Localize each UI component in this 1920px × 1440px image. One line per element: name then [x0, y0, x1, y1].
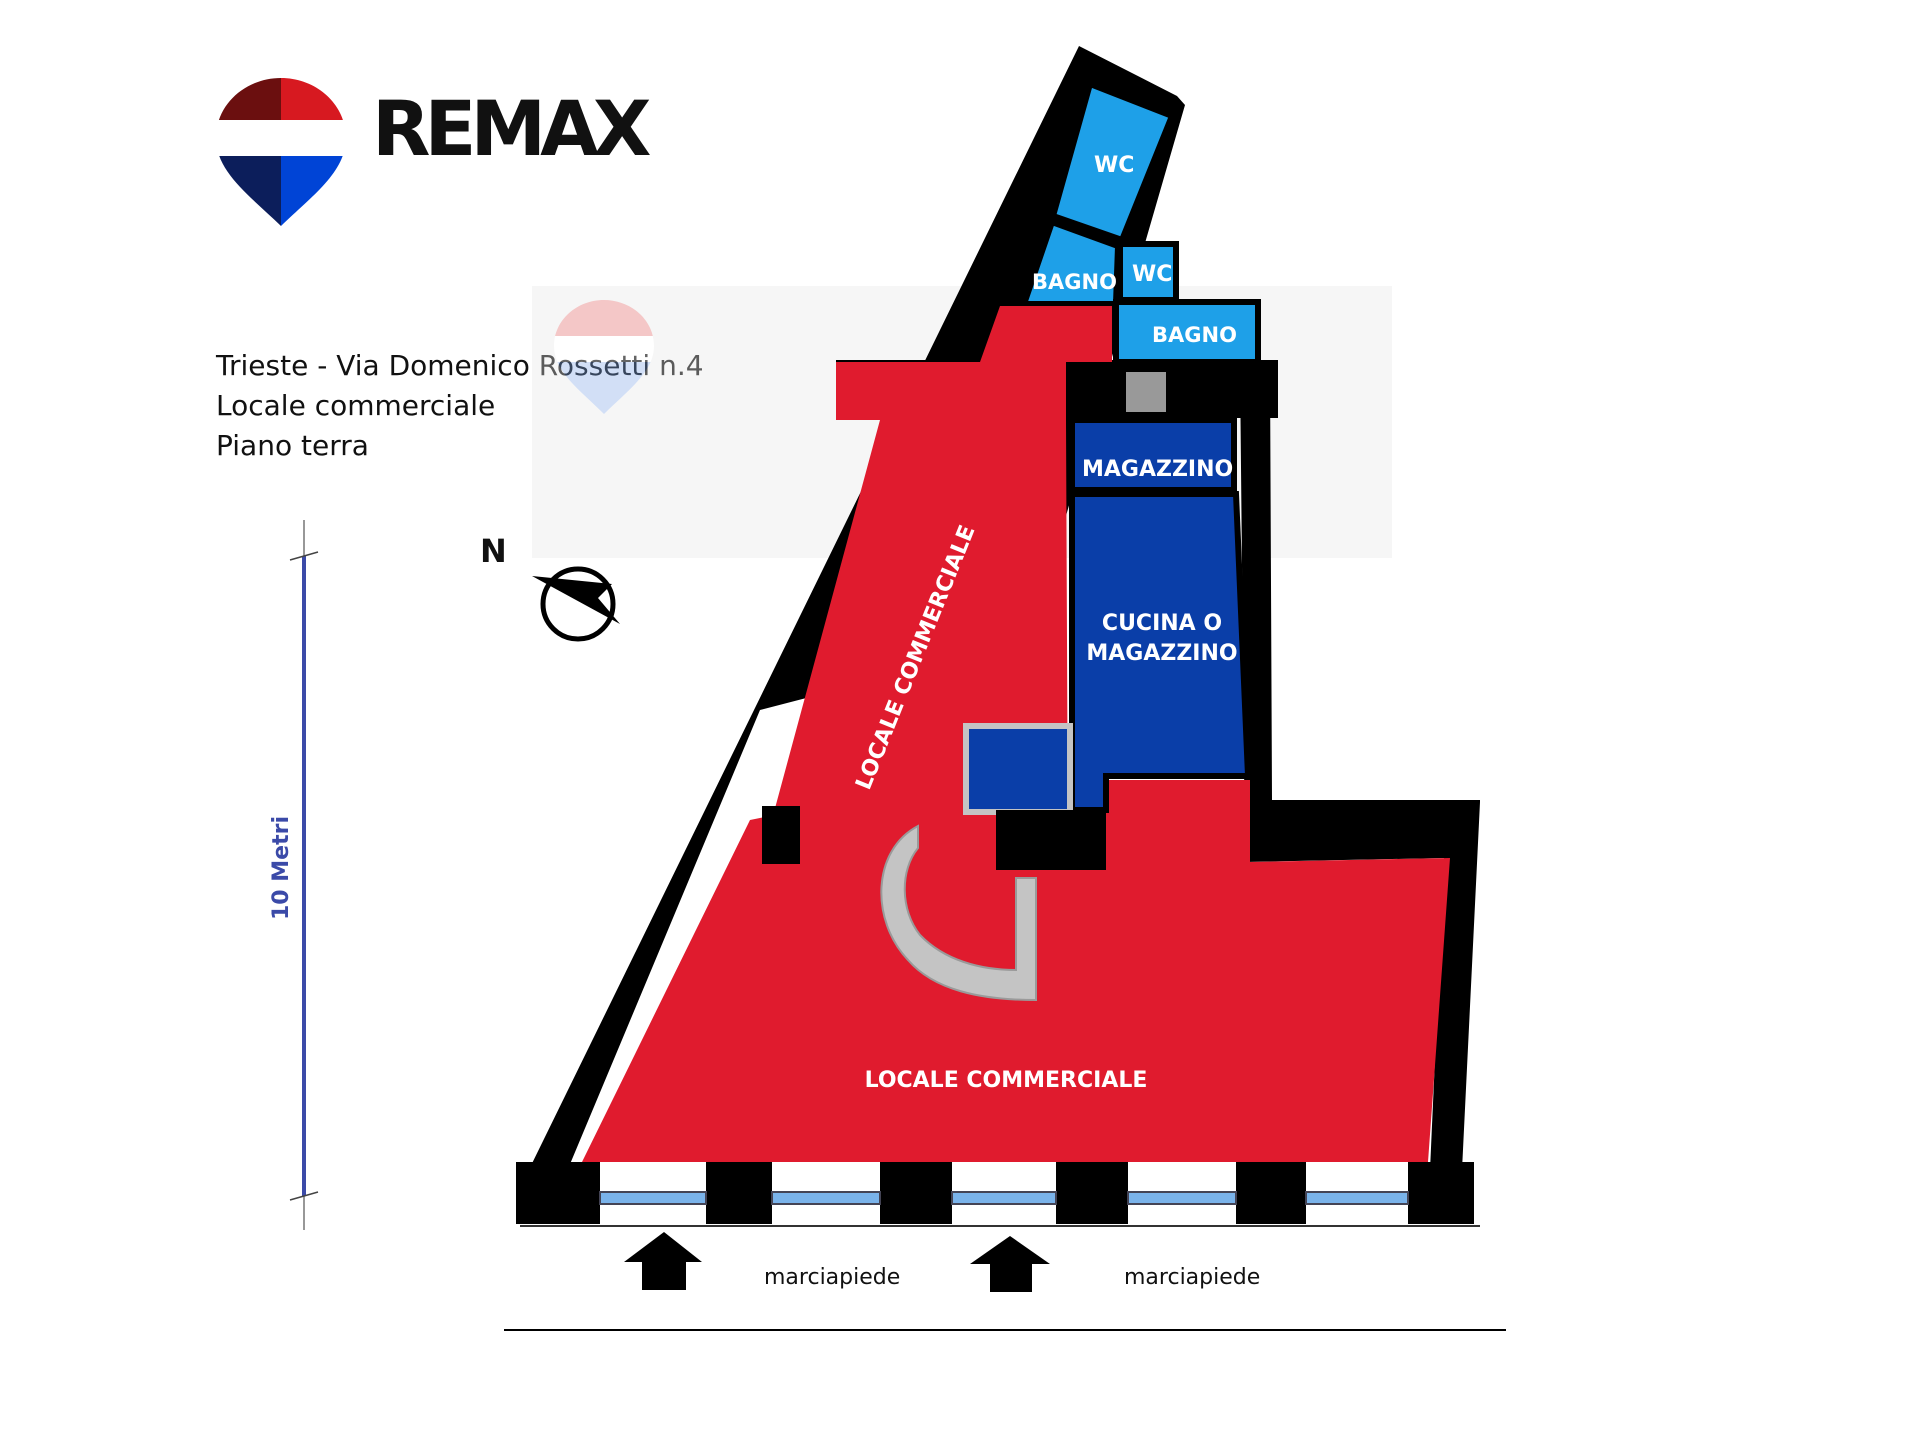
room-label-locale-main: LOCALE COMMERCIALE	[865, 1068, 1148, 1093]
remax-wordmark: REMAX	[372, 84, 651, 173]
scale-bar: 10 Metri	[269, 520, 319, 1230]
room-label-bagno-upper: BAGNO	[1032, 270, 1117, 294]
pillar	[516, 1162, 600, 1224]
wc-lower-room	[1117, 241, 1179, 303]
room-label-magazzino: MAGAZZINO	[1082, 457, 1233, 482]
window	[951, 1191, 1057, 1205]
remax-balloon-logo	[216, 78, 346, 226]
pillar	[1408, 1162, 1474, 1224]
window	[1305, 1191, 1409, 1205]
spiral-stair	[880, 824, 1037, 1002]
sidewalk-label-right: marciapiede	[1124, 1265, 1260, 1290]
sidewalk-label-left: marciapiede	[764, 1265, 900, 1290]
room-label-cucina-line1: CUCINA O	[1102, 611, 1222, 636]
front-facade	[516, 1162, 1480, 1227]
pillar	[1236, 1162, 1306, 1224]
entrance-arrow-icon-left	[624, 1232, 702, 1290]
room-label-wc-lower: WC	[1132, 262, 1172, 287]
entrance-arrow-icon-right	[970, 1236, 1050, 1292]
pillar	[1056, 1162, 1128, 1224]
listing-type: Locale commerciale	[216, 389, 496, 422]
pillar	[880, 1162, 952, 1224]
interior-wall-stair	[996, 810, 1106, 870]
exterior-wall-right	[1240, 368, 1480, 1170]
compass-label: N	[480, 532, 507, 570]
north-arrow-icon	[532, 566, 620, 642]
shaft	[1126, 372, 1166, 412]
wc-upper-room	[1049, 80, 1176, 244]
scale-bar-label: 10 Metri	[269, 816, 294, 920]
window	[1127, 1191, 1237, 1205]
room-label-cucina-line2: MAGAZZINO	[1086, 641, 1237, 666]
magazzino-room	[1069, 417, 1237, 493]
window	[771, 1191, 881, 1205]
room-label-bagno-lower: BAGNO	[1152, 323, 1237, 347]
listing-address: Trieste - Via Domenico Rossetti n.4	[216, 349, 704, 382]
bagno-lower-room	[1113, 299, 1261, 365]
service-alcove	[963, 723, 1073, 815]
room-label-wc-upper: WC	[1094, 153, 1134, 178]
interior-wall-pillar	[762, 806, 800, 864]
pillar	[706, 1162, 772, 1224]
window	[599, 1191, 707, 1205]
listing-floor: Piano terra	[216, 429, 369, 462]
